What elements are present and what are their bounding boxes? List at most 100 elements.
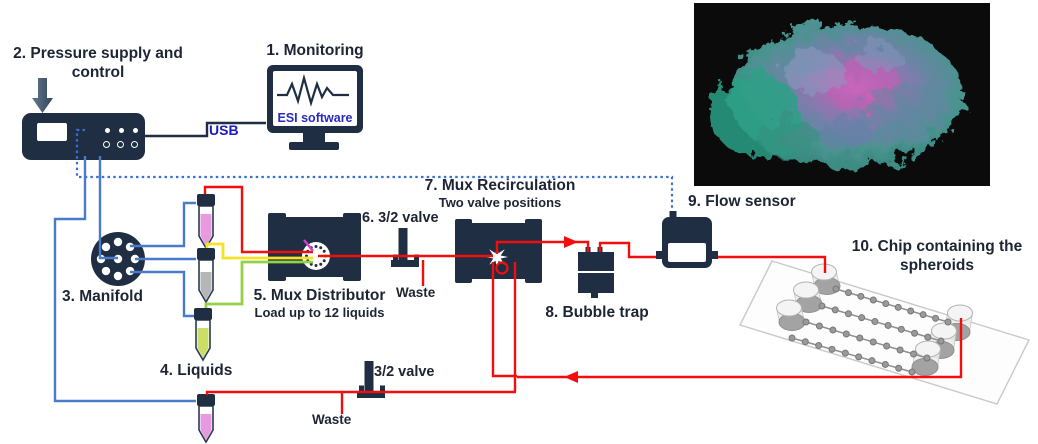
spheroid-chamber-dot xyxy=(871,318,879,326)
spheroid-chamber-dot xyxy=(832,285,840,293)
controller-display xyxy=(37,123,67,141)
pressure-line-manifold xyxy=(98,156,118,260)
spheroid-chamber-dot xyxy=(895,364,903,372)
well-bottom xyxy=(911,358,939,376)
flow-sensor-window xyxy=(668,243,706,262)
label-mux-distributor: 5. Mux Distributor Load up to 12 liquids xyxy=(253,287,386,321)
chip-channels xyxy=(788,285,952,376)
recirc-to-bubbletrap-line xyxy=(495,240,590,254)
manifold-port xyxy=(113,271,123,281)
distributor-port xyxy=(314,245,318,248)
manifold-line-tube1 xyxy=(130,201,196,248)
spheroid-chamber-dot xyxy=(894,303,902,311)
spheroid-chamber-dot xyxy=(842,330,850,338)
spheroid-chamber-dot xyxy=(801,338,809,346)
spheroid-chamber-dot xyxy=(868,357,876,365)
liquid-line-red xyxy=(203,185,313,254)
flow-sensor xyxy=(656,211,718,268)
mux-distributor xyxy=(268,213,361,281)
spheroid-chamber-dot xyxy=(923,354,931,362)
usb-cable xyxy=(145,121,266,138)
label-waste-bottom: Waste xyxy=(312,412,352,427)
spheroid-chamber-dot xyxy=(828,345,836,353)
monitor-stand xyxy=(303,133,325,143)
spheroid-chamber-dot xyxy=(924,333,932,341)
chip-channel xyxy=(805,321,928,359)
controller-led xyxy=(133,128,138,133)
spheroid-chamber-dot xyxy=(911,329,919,337)
recirculation-loop-icon xyxy=(495,261,509,275)
spheroid-chamber-dot xyxy=(855,353,863,361)
distributor-port xyxy=(322,249,326,253)
distributor-port xyxy=(319,246,323,250)
spheroid-chamber-dot xyxy=(856,334,864,342)
spheroid-chamber-dot xyxy=(818,302,826,310)
liquid-tube xyxy=(197,394,215,444)
chip-channel xyxy=(791,337,913,373)
spheroid-chamber-dot xyxy=(944,318,952,326)
well-rim xyxy=(931,322,957,340)
label-chip: 10. Chip containing the spheroids xyxy=(851,238,1023,275)
spheroid-chamber-dot xyxy=(884,321,892,329)
monitoring-computer: ESI software xyxy=(267,65,363,133)
spheroid-chamber-dot xyxy=(829,326,837,334)
tube-liquid xyxy=(200,414,212,440)
chip-well xyxy=(776,299,806,331)
label-mux-recirculation: 7. Mux Recirculation Two valve positions xyxy=(424,177,576,211)
valve-32-bottom xyxy=(357,361,385,398)
controller-port xyxy=(103,141,110,148)
sensor-feedback-line xyxy=(75,128,674,211)
spheroid-chamber-dot xyxy=(841,349,849,357)
label-bubble-trap: 8. Bubble trap xyxy=(545,304,649,321)
label-valve-bottom: 3/2 valve xyxy=(374,364,435,380)
controller-port xyxy=(145,141,152,148)
chip-return-line xyxy=(517,318,963,379)
liquid-tubes xyxy=(194,194,215,444)
spheroid-chamber-dot xyxy=(907,307,915,315)
controller-port xyxy=(131,141,138,148)
well-rim xyxy=(915,340,941,358)
label-waste-top: Waste xyxy=(396,285,436,300)
spheroid-chamber-dot xyxy=(910,350,918,358)
chip-well xyxy=(793,281,823,313)
bubble-trap xyxy=(578,247,614,298)
spheroid-chamber-dot xyxy=(869,338,877,346)
spheroid-chamber-dot xyxy=(908,368,916,376)
spheroid-chamber-dot xyxy=(896,346,904,354)
chip-channel xyxy=(821,305,942,342)
manifold-port xyxy=(101,242,111,252)
spheroid-chamber-dot xyxy=(883,342,891,350)
label-pressure-supply: 2. Pressure supply and control xyxy=(13,45,183,82)
distributor-port xyxy=(309,262,313,266)
spheroid-sem-image xyxy=(694,3,990,186)
well-rim xyxy=(776,299,802,317)
esi-software-label: ESI software xyxy=(277,111,353,125)
spheroid-chip xyxy=(739,260,1030,405)
manifold-port xyxy=(113,237,123,247)
tube-cap xyxy=(197,394,215,406)
valve-32-top xyxy=(391,228,419,267)
tube-cap xyxy=(197,194,215,206)
liquid-line-green xyxy=(204,260,313,308)
spheroid-chamber-dot xyxy=(937,337,945,345)
distributor-port xyxy=(322,259,326,263)
spheroid-blob xyxy=(712,23,964,167)
label-usb: USB xyxy=(209,122,239,138)
spheroid-chamber-dot xyxy=(881,360,889,368)
bubbletrap-to-sensor-line xyxy=(598,241,656,259)
spheroid-chamber-dot xyxy=(815,342,823,350)
label-liquids: 4. Liquids xyxy=(160,362,233,379)
tubing-lines xyxy=(53,121,963,414)
chip-channel xyxy=(835,288,949,323)
spheroid-chamber-dot xyxy=(844,289,852,297)
flow-arrow-right xyxy=(564,236,578,248)
spheroid-chamber-dot xyxy=(897,325,905,333)
flow-arrow-left xyxy=(564,371,578,383)
pressure-controller xyxy=(22,113,152,160)
liquid-tube xyxy=(194,308,212,362)
distributor-port xyxy=(319,262,323,266)
monitor-screen: ESI software xyxy=(273,71,357,126)
label-manifold: 3. Manifold xyxy=(62,288,143,305)
